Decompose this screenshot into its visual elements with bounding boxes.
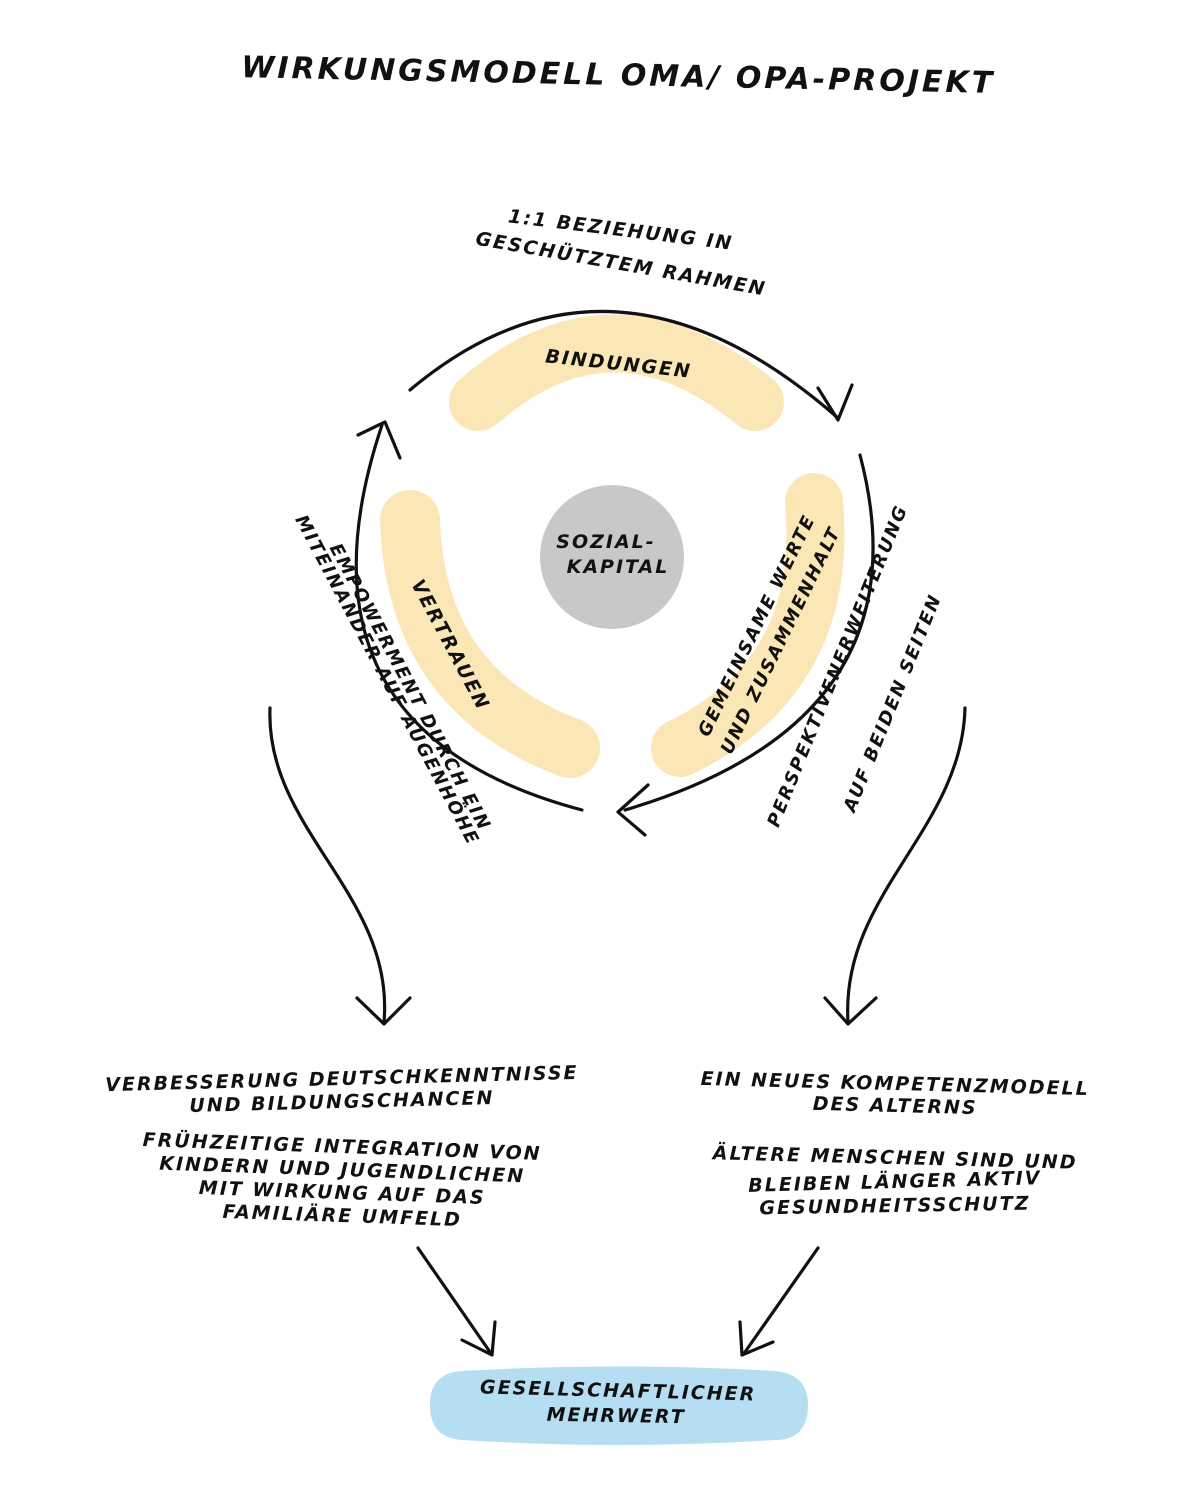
cycle-arrow-right-head	[616, 783, 650, 837]
center-circle	[540, 485, 684, 629]
pillar-bindungen-arc	[449, 314, 784, 431]
center-label-line2: KAPITAL	[567, 556, 670, 578]
cycle-arrow-right	[623, 453, 875, 812]
cycle-arrow-top	[408, 309, 840, 420]
result-pill	[430, 1366, 808, 1445]
pillar-vertrauen-arc	[380, 490, 600, 778]
result-label-line2: MEHRWERT	[546, 1404, 685, 1428]
outcome-right-body-line2: BLEIBEN LÄNGER AKTIV	[748, 1165, 1042, 1197]
outcome-right-heading-line2: DES ALTERNS	[812, 1093, 977, 1119]
result-arrow-right	[743, 1246, 820, 1354]
result-arrow-left-head	[460, 1320, 497, 1357]
cycle-arrow-top-head	[816, 383, 854, 422]
center-label-line1: SOZIAL-	[556, 531, 655, 553]
result-arrow-right-head	[738, 1320, 775, 1357]
outcome-arrow-left-head	[355, 996, 412, 1026]
diagram-title: WIRKUNGSMODELL OMA/ OPA-PROJEKT	[241, 50, 996, 101]
outcome-arrow-right-head	[823, 996, 878, 1026]
outcome-arrow-left	[268, 706, 387, 1024]
result-arrow-left	[416, 1246, 492, 1354]
cycle-arrow-left	[354, 423, 584, 812]
pillar-werte-arc	[651, 473, 845, 777]
outcome-right-body-line3: GESUNDHEITSSCHUTZ	[759, 1193, 1030, 1220]
cycle-arrow-left-head	[356, 420, 402, 460]
outcome-arrow-right	[846, 706, 967, 1024]
